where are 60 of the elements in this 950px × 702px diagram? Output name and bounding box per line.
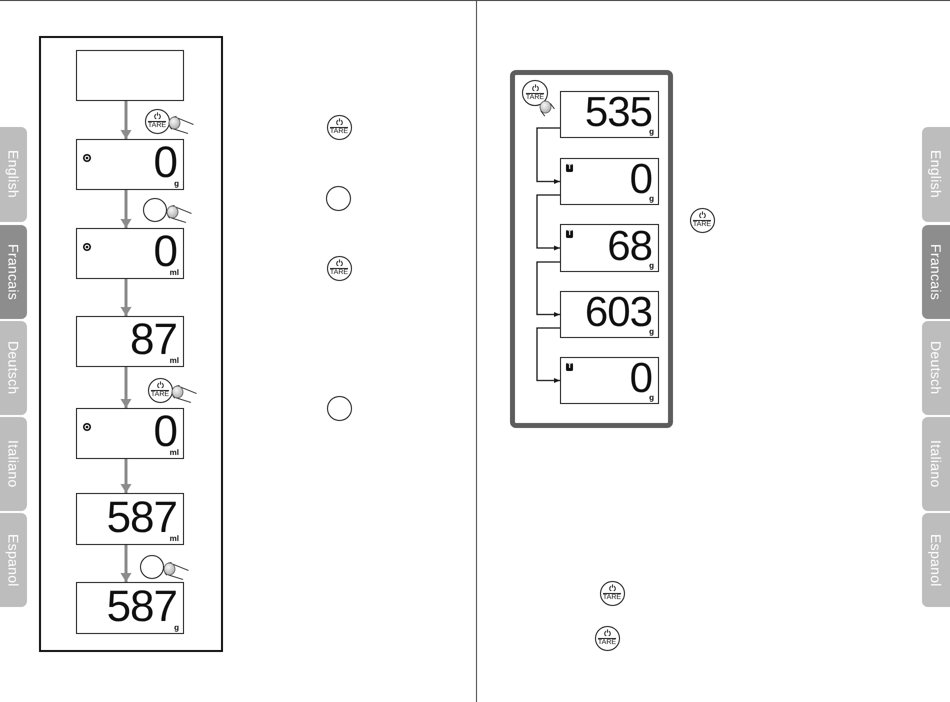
- display-panel: [510, 70, 673, 428]
- unit-label: ml: [170, 449, 179, 457]
- language-tab: English: [922, 127, 950, 222]
- unit-label: g: [649, 394, 654, 402]
- unit-label: g: [649, 128, 654, 136]
- language-tab: Deutsch: [0, 321, 27, 415]
- display-reading: 587: [106, 590, 177, 623]
- bracket-arrow: [536, 127, 560, 184]
- lcd-display: [560, 224, 659, 272]
- display-reading: 0: [154, 146, 177, 179]
- bracket-arrow: [536, 194, 560, 250]
- round-button: [143, 198, 167, 222]
- unit-label: g: [649, 195, 654, 203]
- language-tab: Deutsch: [922, 321, 950, 415]
- language-tab: Espanol: [0, 513, 27, 607]
- arrow: [120, 101, 132, 139]
- round-button: [140, 555, 164, 579]
- display-reading: 0: [154, 235, 177, 268]
- language-tab: English: [0, 127, 27, 222]
- lcd-display: [560, 91, 659, 138]
- arrow: [120, 279, 132, 316]
- display-reading: 587: [106, 501, 177, 534]
- display-reading: 535: [584, 96, 652, 127]
- lcd-display: [76, 316, 184, 367]
- lcd-display: [560, 291, 659, 338]
- language-tab: Espanol: [922, 513, 950, 607]
- display-reading: 87: [130, 323, 177, 356]
- bracket-arrow: [536, 327, 560, 383]
- lcd-display: [560, 158, 659, 205]
- unit-label: g: [174, 180, 179, 188]
- lcd-display: [76, 228, 184, 279]
- display-reading: 68: [607, 230, 652, 261]
- unit-label: g: [649, 328, 654, 336]
- language-tab: Italiano: [922, 417, 950, 511]
- display-reading: 603: [584, 296, 652, 327]
- display-reading: 0: [154, 415, 177, 448]
- unit-label: g: [649, 262, 654, 270]
- lcd-display: [76, 582, 184, 634]
- unit-label: ml: [170, 535, 179, 543]
- lcd-display: [560, 357, 659, 404]
- language-tab: Italiano: [0, 417, 27, 511]
- round-button: [326, 396, 352, 420]
- unit-label: g: [174, 624, 179, 632]
- unit-label: ml: [170, 357, 179, 365]
- display-reading: 0: [630, 362, 652, 393]
- lcd-display: [76, 493, 184, 545]
- lcd-display: [76, 139, 184, 190]
- arrow: [120, 190, 132, 228]
- unit-label: ml: [170, 269, 179, 277]
- language-tab: Francais: [922, 225, 950, 319]
- round-button: [326, 186, 350, 210]
- lcd-display: [76, 50, 184, 101]
- lcd-display: [76, 408, 184, 459]
- arrow: [120, 459, 132, 493]
- display-reading: 0: [630, 162, 652, 194]
- language-tab: Francais: [0, 225, 27, 319]
- bracket-arrow: [536, 261, 560, 317]
- arrow: [120, 545, 132, 582]
- flow-frame: [39, 36, 223, 652]
- arrow: [120, 367, 132, 408]
